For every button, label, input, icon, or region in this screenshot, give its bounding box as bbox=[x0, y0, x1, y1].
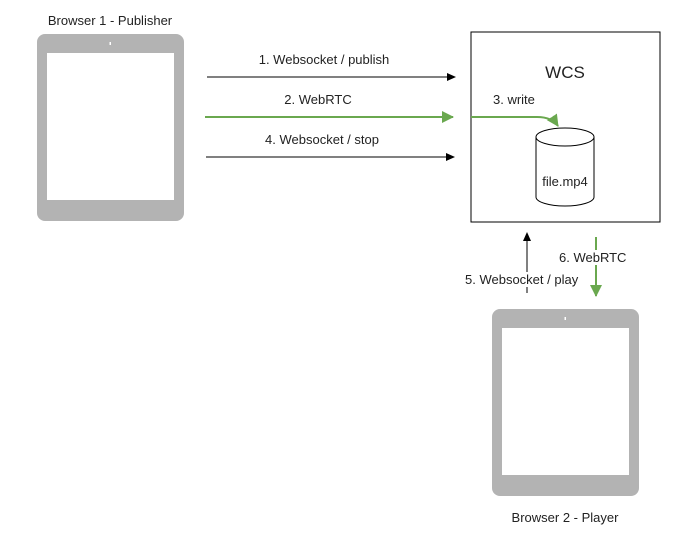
player-label: Browser 2 - Player bbox=[511, 510, 619, 525]
file-storage-label: file.mp4 bbox=[542, 174, 588, 189]
edge-write-arrow bbox=[471, 113, 559, 127]
edge-label-write: 3. write bbox=[493, 92, 535, 107]
edge-label-websocket-play: 5. Websocket / play bbox=[465, 272, 579, 287]
wcs-server-label: WCS bbox=[545, 63, 585, 82]
edge-label-webrtc-publish: 2. WebRTC bbox=[284, 92, 352, 107]
edge-label-websocket-stop: 4. Websocket / stop bbox=[265, 132, 379, 147]
edge-label-webrtc-play: 6. WebRTC bbox=[559, 250, 627, 265]
publisher-tablet-icon bbox=[37, 34, 184, 221]
edge-label-websocket-publish: 1. Websocket / publish bbox=[258, 52, 390, 67]
publisher-label: Browser 1 - Publisher bbox=[47, 13, 173, 28]
player-tablet-icon bbox=[492, 309, 639, 496]
file-storage-cylinder-icon bbox=[535, 127, 595, 207]
